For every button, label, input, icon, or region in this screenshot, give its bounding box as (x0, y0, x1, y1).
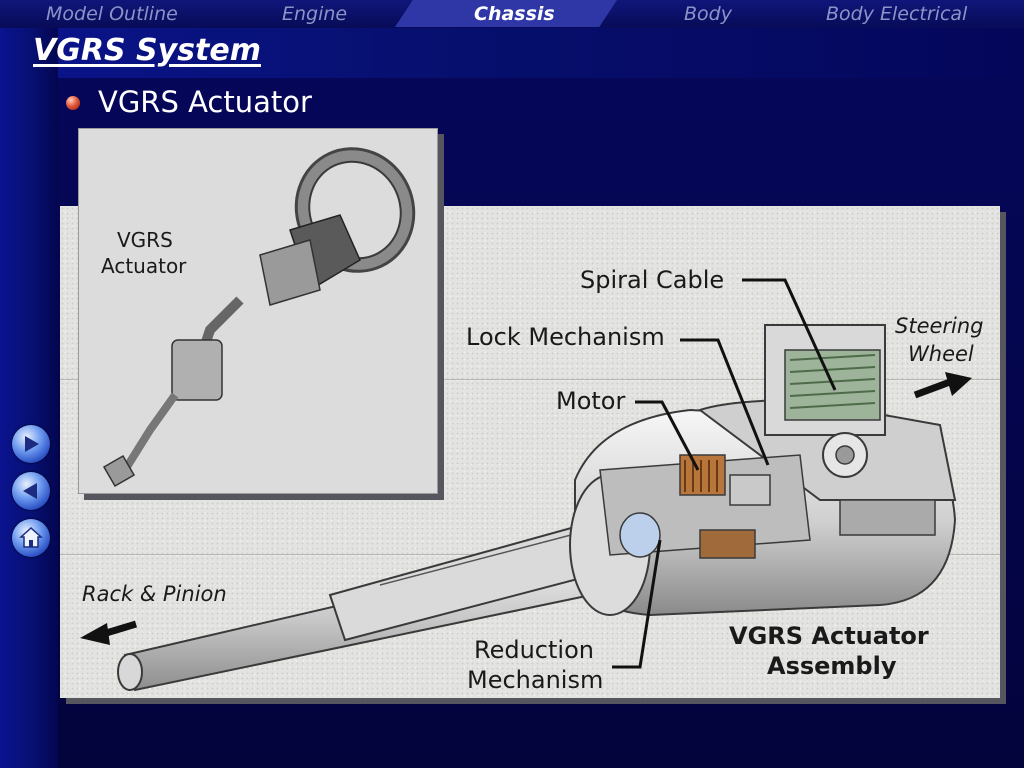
callout-reduction-line1: Reduction (474, 636, 594, 664)
callout-lock-mechanism: Lock Mechanism (466, 323, 665, 351)
previous-slide-button[interactable] (12, 472, 50, 510)
nav-engine[interactable]: Engine (282, 3, 348, 25)
page-title: VGRS System (33, 33, 261, 68)
inset-label-line1: VGRS (117, 228, 173, 252)
top-navigation: Model Outline Engine Chassis Body Body E… (0, 0, 1024, 28)
assembly-caption-line1: VGRS Actuator (729, 622, 929, 650)
panel-guide-line (60, 379, 1000, 380)
assembly-caption-line2: Assembly (767, 652, 897, 680)
rack-pinion-arrow-icon (80, 620, 138, 645)
left-strip (0, 28, 58, 768)
callout-spiral-cable: Spiral Cable (580, 266, 725, 294)
steering-wheel-arrow-icon (913, 372, 972, 399)
arrow-left-icon (23, 483, 37, 499)
home-icon (19, 526, 43, 548)
section-subtitle: VGRS Actuator (98, 85, 312, 119)
nav-model-outline[interactable]: Model Outline (46, 3, 178, 25)
callout-motor: Motor (556, 387, 626, 415)
callout-steering-line2: Wheel (908, 342, 974, 366)
next-slide-button[interactable] (12, 425, 50, 463)
callout-steering-line1: Steering (895, 314, 984, 338)
nav-body-electrical[interactable]: Body Electrical (826, 3, 968, 25)
home-button[interactable] (12, 519, 50, 557)
nav-chassis[interactable]: Chassis (474, 3, 555, 25)
inset-label-line2: Actuator (101, 254, 187, 278)
callout-reduction-line2: Mechanism (467, 666, 604, 694)
actuator-housing (569, 324, 957, 617)
bullet-icon (66, 96, 80, 110)
nav-active-highlight (395, 0, 617, 27)
nav-body[interactable]: Body (684, 3, 732, 25)
title-band (0, 28, 1024, 78)
callout-rack-pinion: Rack & Pinion (82, 582, 227, 606)
arrow-right-icon (25, 436, 39, 452)
